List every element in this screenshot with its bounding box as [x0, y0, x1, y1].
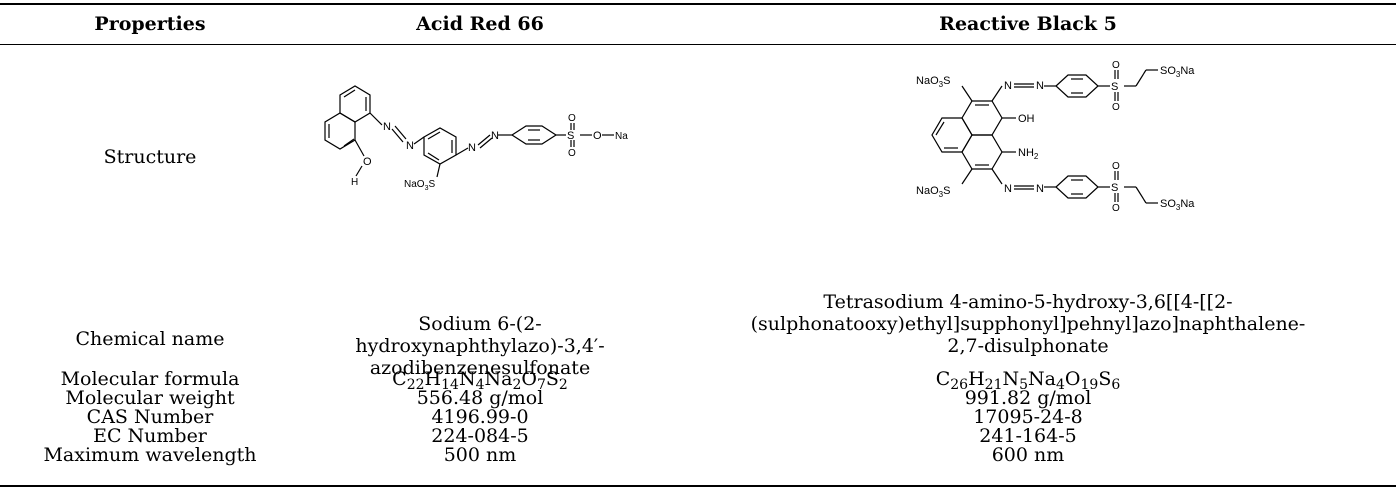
chemical-name-ar66: Sodium 6-(2-hydroxynaphthylazo)-3,4′- az… — [300, 313, 660, 379]
rb5-o-bottom2: O — [1112, 203, 1120, 214]
bottom-rule — [0, 485, 1396, 487]
structure-label: Structure — [103, 146, 197, 168]
rb5-n4: N — [1036, 183, 1044, 195]
molecular-formula-rb5: C26H21N5Na4O19S6 — [935, 368, 1121, 393]
ar66-n1: N — [383, 121, 391, 133]
rb5-nao3s-top: NaO3S — [916, 75, 950, 89]
top-rule — [0, 3, 1396, 5]
rb5-n1: N — [1004, 80, 1012, 92]
chemical-name-ar66-line1: Sodium 6-(2-hydroxynaphthylazo)-3,4′- — [355, 313, 605, 357]
molecular-formula-ar66: C22H14N4Na2O7S2 — [392, 368, 568, 393]
chemical-name-rb5-line1: Tetrasodium 4-amino-5-hydroxy-3,6[[4-[[2… — [823, 291, 1233, 313]
ar66-n3: N — [468, 142, 476, 154]
rb5-so3na-bottom: SO3Na — [1160, 198, 1195, 212]
ar66-o-hydroxy: O — [363, 156, 372, 168]
header-acid-red-66: Acid Red 66 — [416, 13, 544, 35]
rb5-nh2: NH2 — [1018, 147, 1039, 161]
cas-number-ar66: 4196.99-0 — [431, 406, 529, 428]
rb5-o-top2: O — [1112, 102, 1120, 113]
max-wavelength-rb5: 600 nm — [991, 444, 1065, 466]
ar66-n2: N — [406, 140, 414, 152]
ar66-h: H — [351, 177, 358, 188]
header-properties: Properties — [94, 13, 206, 35]
max-wavelength-ar66: 500 nm — [443, 444, 517, 466]
chemical-name-ar66-line2: azodibenzenesulfonate — [369, 357, 591, 379]
rb5-nao3s-bottom: NaO3S — [916, 185, 950, 199]
max-wavelength-label: Maximum wavelength — [43, 444, 257, 466]
rb5-o-top1: O — [1112, 60, 1120, 71]
cas-number-label: CAS Number — [86, 406, 214, 428]
rb5-s-top: S — [1111, 81, 1118, 93]
rb5-so3na-top: SO3Na — [1160, 65, 1195, 79]
cas-number-rb5: 17095-24-8 — [973, 406, 1083, 428]
ar66-n4: N — [491, 130, 499, 142]
rb5-clean-final: NaO3S NaO3S N N N N OH NH2 S O O S O O S… — [886, 46, 1246, 282]
header-rule — [0, 44, 1396, 45]
ar66-nao3s: NaO3S — [404, 179, 435, 192]
rb5-oh: OH — [1018, 113, 1035, 125]
acid-red-66-structure: N N N N O H NaO3S S O O O Na — [324, 85, 628, 192]
ar66-o-top: O — [568, 113, 576, 124]
chemical-name-rb5-line2: (sulphonatooxy)ethyl]supphonyl]pehnyl]az… — [750, 313, 1306, 335]
chemical-name-label: Chemical name — [75, 328, 225, 350]
molecular-weight-ar66: 556.48 g/mol — [416, 387, 544, 409]
ec-number-label: EC Number — [93, 425, 207, 447]
ar66-o-bottom: O — [568, 148, 576, 159]
ec-number-rb5: 241-164-5 — [979, 425, 1077, 447]
chemical-name-rb5: Tetrasodium 4-amino-5-hydroxy-3,6[[4-[[2… — [660, 291, 1396, 357]
header-reactive-black-5: Reactive Black 5 — [939, 13, 1117, 35]
ar66-o-link: O — [593, 130, 602, 142]
rb5-s-bottom: S — [1111, 182, 1118, 194]
molecular-weight-label: Molecular weight — [65, 387, 235, 409]
rb5-n3: N — [1004, 183, 1012, 195]
rb5-n2: N — [1036, 80, 1044, 92]
ar66-na: Na — [615, 131, 628, 142]
rb5-o-bottom1: O — [1112, 161, 1120, 172]
ec-number-ar66: 224-084-5 — [431, 425, 529, 447]
molecular-formula-label: Molecular formula — [60, 368, 240, 390]
ar66-s: S — [567, 130, 574, 142]
molecular-weight-rb5: 991.82 g/mol — [964, 387, 1092, 409]
chemical-name-rb5-line3: 2,7-disulphonate — [947, 335, 1109, 357]
